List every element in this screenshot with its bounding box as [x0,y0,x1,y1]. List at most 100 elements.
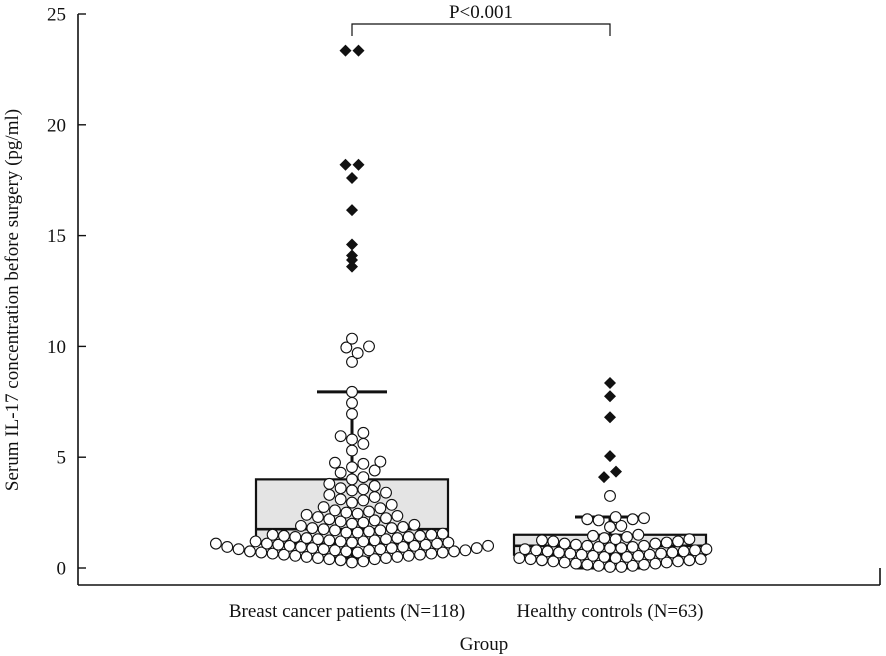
data-point [209,537,222,550]
data-point [431,537,443,550]
data-point [346,433,358,446]
data-point [442,536,455,549]
outlier-marker [346,260,358,273]
data-point [357,516,370,529]
data-point [346,332,358,345]
data-point [414,548,426,561]
data-point [677,545,690,558]
data-point [609,533,622,546]
outlier-marker [346,171,358,184]
data-point [243,545,256,558]
data-point [694,553,707,566]
y-tick-label: 10 [47,337,66,358]
data-point [346,396,358,409]
data-point [564,547,577,560]
data-point [536,554,548,567]
data-point [368,480,381,492]
data-point [312,533,324,546]
data-point [329,504,341,517]
data-point [547,535,560,548]
data-point [374,502,387,515]
significance-bracket [351,23,611,36]
data-point [329,456,341,469]
data-point [558,556,571,569]
data-point [689,544,701,557]
data-point [402,531,415,543]
data-point [278,529,290,542]
data-point [604,521,616,533]
boxes [254,390,708,570]
data-point [357,457,370,470]
data-point [419,538,432,551]
data-point [312,552,324,564]
data-point [638,512,650,525]
data-point [317,523,330,536]
data-point [295,540,307,553]
significance-annotation: P<0.001 [351,2,611,36]
data-point [397,540,409,553]
data-point [232,543,245,556]
data-point [660,556,673,569]
data-point [666,546,679,559]
y-axis-title: Serum IL-17 concentration before surgery… [2,109,23,491]
data-point [632,549,645,562]
data-point [346,496,358,509]
data-point [425,547,438,560]
data-point [334,554,347,567]
data-point [249,535,262,548]
data-point [323,513,336,526]
data-point [530,544,543,557]
data-point [655,547,667,560]
data-point [323,553,336,566]
data-point [363,525,375,538]
data-point [513,552,526,564]
data-point [609,511,622,523]
data-point [598,532,611,545]
data-point [255,546,268,559]
data-point [295,519,307,532]
data-point [536,534,548,547]
data-point [643,548,656,561]
data-point [626,513,639,526]
data-point [368,491,381,504]
data-point [609,552,622,564]
data-point [334,515,347,528]
data-point [408,518,421,531]
data-point [380,512,392,525]
data-point [357,483,370,496]
data-point [346,461,358,474]
data-point [570,557,582,570]
outlier-marker [598,471,610,484]
data-point [604,490,616,502]
data-point [391,509,404,522]
data-point [340,341,353,354]
data-point [346,484,358,497]
data-point [621,531,633,543]
data-point [283,539,296,552]
data-point [448,545,461,558]
data-point [346,517,358,530]
data-point [289,549,302,562]
data-point [570,538,582,551]
axes [77,14,881,586]
data-point [221,540,234,553]
data-point [385,498,398,511]
data-point [459,544,472,557]
data-point [368,514,381,527]
data-point [306,542,319,555]
outlier-marker [604,411,616,424]
outlier-marker [610,465,622,478]
data-point [672,555,684,568]
data-point [368,553,381,566]
data-point [363,544,375,557]
data-point [329,544,341,557]
data-point [278,548,290,561]
data-point [592,514,605,527]
outlier-marker [339,158,352,171]
data-point [482,539,495,552]
data-point [558,537,571,550]
outlier-marker [339,44,352,57]
data-point [470,542,483,555]
